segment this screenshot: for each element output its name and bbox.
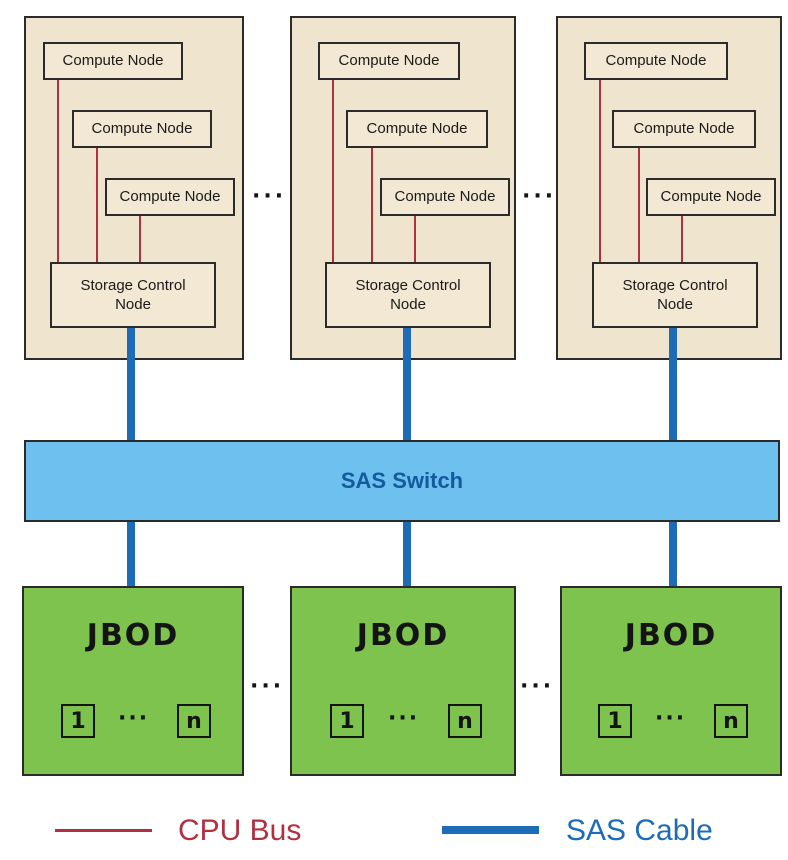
cpu-bus-line <box>332 78 334 262</box>
legend-cpu-bus-swatch <box>55 829 152 832</box>
disk-last: n <box>177 704 211 738</box>
compute-node: Compute Node <box>105 178 235 216</box>
cpu-bus-line <box>371 148 373 262</box>
jbod-enclosure-3: JBOD 1 ··· n <box>560 586 782 776</box>
compute-node: Compute Node <box>612 110 756 148</box>
legend-sas-cable-label: SAS Cable <box>566 814 713 847</box>
group-ellipsis: ··· <box>252 184 287 209</box>
storage-control-node: Storage Control Node <box>325 262 491 328</box>
disk-last: n <box>714 704 748 738</box>
group-ellipsis: ··· <box>522 184 557 209</box>
compute-node: Compute Node <box>346 110 488 148</box>
jbod-enclosure-1: JBOD 1 ··· n <box>22 586 244 776</box>
cpu-bus-line <box>681 216 683 262</box>
sas-cable-line <box>127 328 135 442</box>
cpu-bus-line <box>139 216 141 262</box>
jbod-ellipsis: ··· <box>520 674 555 699</box>
sas-cable-line <box>127 522 135 588</box>
sas-cable-line <box>669 522 677 588</box>
sas-cable-line <box>403 522 411 588</box>
sas-switch-label: SAS Switch <box>340 468 464 493</box>
compute-node: Compute Node <box>72 110 212 148</box>
jbod-title: JBOD <box>86 618 180 653</box>
cpu-bus-line <box>96 148 98 262</box>
sas-switch: SAS Switch <box>24 440 780 522</box>
disk-first: 1 <box>61 704 95 738</box>
cpu-bus-line <box>414 216 416 262</box>
compute-node: Compute Node <box>318 42 460 80</box>
compute-node: Compute Node <box>380 178 510 216</box>
storage-control-node: Storage Control Node <box>50 262 216 328</box>
disk-last: n <box>448 704 482 738</box>
compute-node: Compute Node <box>646 178 776 216</box>
sas-cable-line <box>403 328 411 442</box>
legend-cpu-bus-label: CPU Bus <box>178 814 302 847</box>
disk-first: 1 <box>330 704 364 738</box>
jbod-ellipsis: ··· <box>250 674 285 699</box>
sas-cable-line <box>669 328 677 442</box>
disk-ellipsis: ··· <box>118 706 150 731</box>
compute-node: Compute Node <box>43 42 183 80</box>
cpu-bus-line <box>638 148 640 262</box>
cpu-bus-line <box>599 78 601 262</box>
disk-ellipsis: ··· <box>388 706 420 731</box>
disk-ellipsis: ··· <box>655 706 687 731</box>
storage-control-node: Storage Control Node <box>592 262 758 328</box>
compute-node: Compute Node <box>584 42 728 80</box>
legend-sas-cable-swatch <box>442 826 539 834</box>
disk-first: 1 <box>598 704 632 738</box>
jbod-title: JBOD <box>356 618 450 653</box>
jbod-enclosure-2: JBOD 1 ··· n <box>290 586 516 776</box>
cpu-bus-line <box>57 78 59 262</box>
jbod-title: JBOD <box>624 618 718 653</box>
